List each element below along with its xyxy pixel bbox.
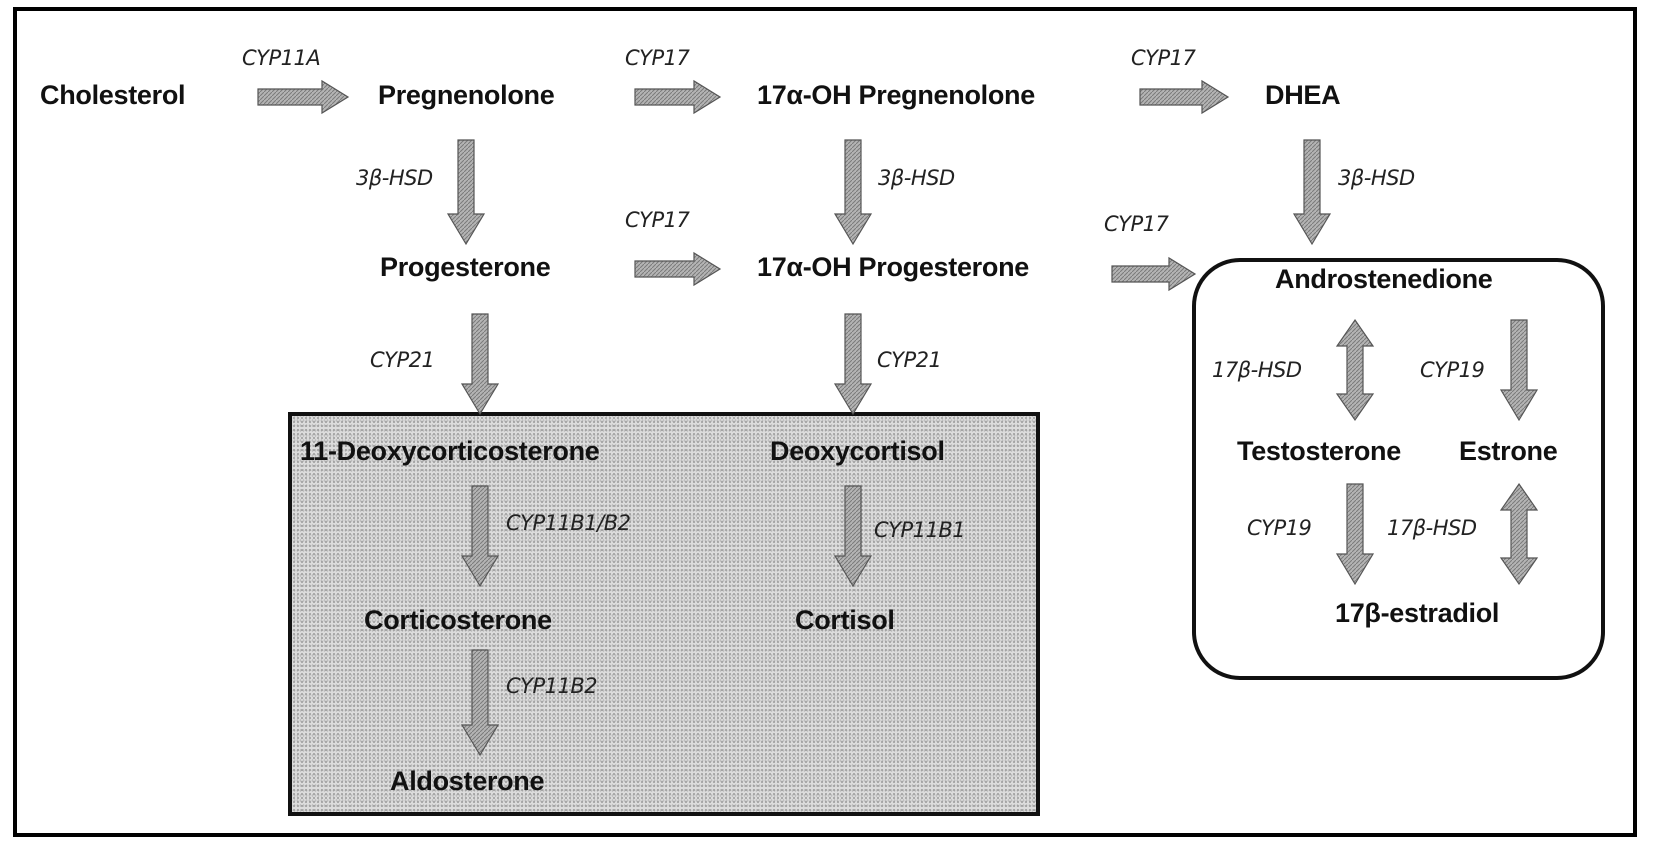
down-arrow-icon <box>833 139 873 246</box>
down-arrow-icon <box>1499 319 1539 422</box>
right-arrow-icon <box>257 79 350 115</box>
right-arrow-icon <box>634 79 722 115</box>
enzyme-17b-hsd-label: 17β-HSD <box>1212 358 1302 382</box>
down-arrow-icon <box>460 313 500 416</box>
molecule-17oh-pregnenolone: 17α-OH Pregnenolone <box>757 80 1035 110</box>
molecule-estrone: Estrone <box>1459 436 1558 466</box>
enzyme-3b-hsd-label: 3β-HSD <box>878 166 955 190</box>
right-arrow-icon <box>1111 256 1197 292</box>
enzyme-cyp21-label: CYP21 <box>877 348 942 372</box>
right-arrow-icon <box>1139 79 1230 115</box>
down-arrow-icon <box>460 649 500 757</box>
enzyme-cyp11b2-label: CYP11B2 <box>506 674 598 698</box>
bidirectional-arrow-icon <box>1335 318 1375 422</box>
molecule-17oh-progesterone: 17α-OH Progesterone <box>757 252 1029 282</box>
corticosteroid-group-box <box>288 412 1040 816</box>
down-arrow-icon <box>1292 139 1332 246</box>
enzyme-cyp19-label: CYP19 <box>1247 516 1312 540</box>
enzyme-cyp11a-label: CYP11A <box>242 46 321 70</box>
down-arrow-icon <box>833 313 873 416</box>
molecule-cholesterol: Cholesterol <box>40 80 186 110</box>
molecule-pregnenolone: Pregnenolone <box>378 80 555 110</box>
molecule-11-deoxycorticosterone: 11-Deoxycorticosterone <box>300 436 600 466</box>
enzyme-cyp17-label: CYP17 <box>1104 212 1169 236</box>
molecule-progesterone: Progesterone <box>380 252 551 282</box>
molecule-corticosterone: Corticosterone <box>364 605 552 635</box>
molecule-aldosterone: Aldosterone <box>390 766 545 796</box>
molecule-testosterone: Testosterone <box>1237 436 1401 466</box>
molecule-deoxycortisol: Deoxycortisol <box>770 436 945 466</box>
down-arrow-icon <box>460 485 500 588</box>
sex-steroid-group-box <box>1192 258 1605 680</box>
enzyme-3b-hsd-label: 3β-HSD <box>1338 166 1415 190</box>
molecule-cortisol: Cortisol <box>795 605 895 635</box>
molecule-17b-estradiol: 17β-estradiol <box>1335 598 1500 628</box>
enzyme-3b-hsd-label: 3β-HSD <box>356 166 433 190</box>
down-arrow-icon <box>833 485 873 588</box>
molecule-androstenedione: Androstenedione <box>1275 264 1493 294</box>
down-arrow-icon <box>1335 483 1375 586</box>
enzyme-cyp11b1-b2-label: CYP11B1/B2 <box>506 511 631 535</box>
bidirectional-arrow-icon <box>1499 482 1539 586</box>
enzyme-cyp19-label: CYP19 <box>1420 358 1485 382</box>
enzyme-17b-hsd-label: 17β-HSD <box>1387 516 1477 540</box>
right-arrow-icon <box>634 251 722 287</box>
molecule-dhea: DHEA <box>1265 80 1341 110</box>
down-arrow-icon <box>446 139 486 246</box>
enzyme-cyp17-label: CYP17 <box>625 208 690 232</box>
enzyme-cyp17-label: CYP17 <box>625 46 690 70</box>
enzyme-cyp21-label: CYP21 <box>370 348 435 372</box>
outer-frame <box>13 7 1637 837</box>
enzyme-cyp17-label: CYP17 <box>1131 46 1196 70</box>
enzyme-cyp11b1-label: CYP11B1 <box>874 518 966 542</box>
